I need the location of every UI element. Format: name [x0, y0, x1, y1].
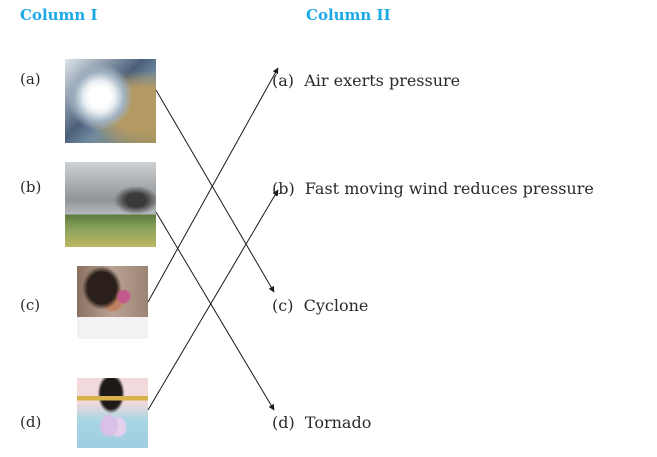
- girl-balloon-image: [77, 266, 148, 339]
- column-ii-label-a: (a): [272, 71, 295, 90]
- arrow-d-to-b: [147, 189, 279, 411]
- cyclone-image: [65, 59, 156, 143]
- column-i-label-b: (b): [20, 178, 42, 196]
- column-ii-item-c: (c) Cyclone: [272, 296, 368, 315]
- column-i-label-d: (d): [20, 413, 42, 431]
- column-ii-heading: Column II: [306, 6, 391, 24]
- column-ii-item-a: (a) Air exerts pressure: [272, 71, 460, 90]
- arrow-c-to-a: [147, 67, 279, 303]
- column-ii-label-c: (c): [272, 296, 294, 315]
- column-ii-label-d: (d): [272, 413, 295, 432]
- column-ii-text-b: Fast moving wind reduces pressure: [304, 179, 594, 198]
- column-ii-text-d: Tornado: [304, 413, 372, 432]
- boy-balloons-image: [77, 378, 148, 448]
- column-ii-text-a: Air exerts pressure: [304, 71, 461, 90]
- tornado-image: [65, 162, 156, 247]
- column-ii-text-c: Cyclone: [303, 296, 369, 315]
- column-ii-item-d: (d) Tornado: [272, 413, 371, 432]
- column-i-label-c: (c): [20, 296, 41, 314]
- arrow-a-to-c: [155, 89, 275, 293]
- arrow-b-to-d: [155, 211, 275, 411]
- column-i-label-a: (a): [20, 70, 41, 88]
- column-i-heading: Column I: [20, 6, 98, 24]
